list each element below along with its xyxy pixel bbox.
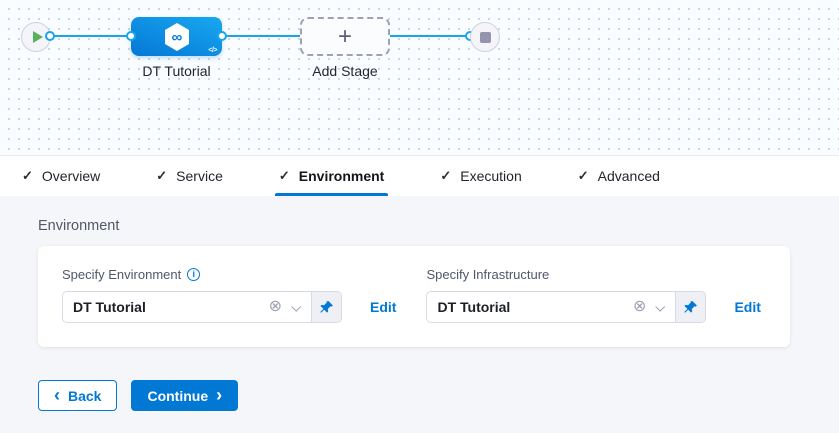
continue-button-label: Continue bbox=[147, 387, 209, 404]
harness-stage-icon: ∞ bbox=[164, 22, 189, 51]
tab-label: Overview bbox=[41, 168, 101, 184]
check-icon: ✓ bbox=[278, 168, 290, 183]
section-title: Environment bbox=[38, 218, 120, 234]
fixed-value-pin-button[interactable] bbox=[676, 291, 707, 323]
pipeline-canvas[interactable]: ∞ </> DT Tutorial + Add Stage bbox=[0, 0, 839, 155]
environment-field-label: Specify Environment bbox=[62, 267, 182, 282]
continue-button[interactable]: Continue › bbox=[131, 380, 239, 411]
wizard-footer: ‹ Back Continue › bbox=[38, 380, 839, 411]
connector-line bbox=[50, 35, 131, 37]
tab-advanced[interactable]: ✓ Advanced bbox=[578, 156, 660, 196]
tab-label: Environment bbox=[298, 168, 385, 184]
infrastructure-field-block: Specify Infrastructure DT Tutorial ⊗ Edi… bbox=[426, 267, 761, 323]
connector-port[interactable] bbox=[217, 31, 227, 41]
back-button[interactable]: ‹ Back bbox=[38, 380, 118, 411]
plus-icon: + bbox=[337, 22, 352, 50]
code-icon: </> bbox=[208, 47, 217, 54]
tab-execution[interactable]: ✓ Execution bbox=[440, 156, 521, 196]
infrastructure-select[interactable]: DT Tutorial ⊗ bbox=[426, 291, 677, 323]
environment-field-block: Specify Environment i DT Tutorial ⊗ Edit bbox=[62, 267, 396, 323]
stage-node-dt-tutorial[interactable]: ∞ </> bbox=[131, 17, 222, 56]
infrastructure-field-label: Specify Infrastructure bbox=[426, 267, 550, 282]
environment-edit-link[interactable]: Edit bbox=[370, 299, 397, 315]
check-icon: ✓ bbox=[22, 168, 33, 183]
tab-label: Advanced bbox=[597, 168, 660, 184]
add-stage-label: Add Stage bbox=[312, 63, 378, 79]
pipeline-start-node[interactable] bbox=[21, 22, 51, 52]
add-stage-button[interactable]: + bbox=[300, 17, 390, 56]
tab-label: Service bbox=[176, 168, 223, 184]
play-icon bbox=[32, 31, 43, 43]
back-button-label: Back bbox=[68, 387, 102, 404]
environment-select-value: DT Tutorial bbox=[73, 299, 146, 315]
pin-icon bbox=[320, 300, 333, 313]
tab-service[interactable]: ✓ Service bbox=[156, 156, 223, 196]
chevron-down-icon[interactable] bbox=[291, 301, 302, 312]
connector-port[interactable] bbox=[45, 31, 55, 41]
tab-overview[interactable]: ✓ Overview bbox=[22, 156, 100, 196]
pin-icon bbox=[684, 300, 698, 313]
stop-icon bbox=[479, 31, 491, 43]
fixed-value-pin-button[interactable] bbox=[312, 291, 342, 323]
infrastructure-edit-link[interactable]: Edit bbox=[734, 299, 761, 315]
environment-card: Specify Environment i DT Tutorial ⊗ Edit bbox=[38, 246, 790, 347]
clear-icon[interactable]: ⊗ bbox=[633, 298, 647, 315]
stage-tabs: ✓ Overview ✓ Service ✓ Environment ✓ Exe… bbox=[0, 155, 839, 196]
connector-port[interactable] bbox=[126, 31, 136, 41]
clear-icon[interactable]: ⊗ bbox=[268, 298, 282, 315]
tab-label: Execution bbox=[460, 168, 522, 184]
tab-environment[interactable]: ✓ Environment bbox=[274, 156, 389, 196]
check-icon: ✓ bbox=[440, 168, 452, 183]
environment-tab-panel: Environment Specify Environment i DT Tut… bbox=[0, 196, 839, 433]
environment-select[interactable]: DT Tutorial ⊗ bbox=[62, 291, 312, 323]
chevron-down-icon[interactable] bbox=[655, 301, 666, 312]
check-icon: ✓ bbox=[577, 168, 589, 183]
stage-node-label: DT Tutorial bbox=[142, 63, 211, 79]
infrastructure-select-value: DT Tutorial bbox=[437, 299, 511, 315]
pipeline-end-node[interactable] bbox=[470, 22, 500, 52]
info-icon[interactable]: i bbox=[187, 268, 201, 281]
check-icon: ✓ bbox=[156, 168, 168, 183]
svg-text:∞: ∞ bbox=[171, 29, 182, 46]
